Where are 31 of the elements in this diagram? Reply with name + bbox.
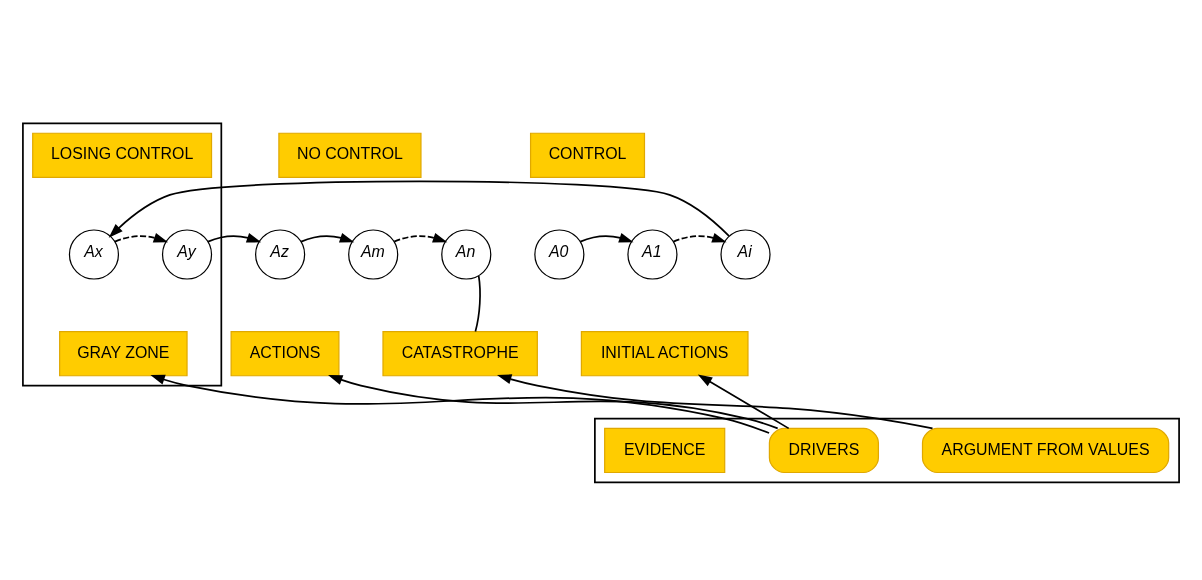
node-circle: An bbox=[441, 228, 492, 280]
node-circle: Az bbox=[255, 228, 306, 280]
cluster bbox=[594, 417, 1180, 483]
node-circle: A0 bbox=[534, 228, 585, 280]
arrow bbox=[672, 232, 727, 242]
node-box: EVIDENCE bbox=[604, 427, 726, 473]
arrow bbox=[393, 232, 448, 242]
node-box: ACTIONS bbox=[230, 330, 340, 376]
node-circle: Ax bbox=[68, 228, 120, 280]
node-box: GRAY ZONE bbox=[59, 330, 188, 376]
node-circle: A1 bbox=[627, 228, 678, 280]
node-circle: Ai bbox=[720, 228, 771, 280]
node-circle: Ay bbox=[161, 228, 213, 280]
arrow bbox=[579, 232, 634, 242]
arrow bbox=[697, 374, 790, 429]
arrow bbox=[114, 232, 169, 242]
node-box: INITIAL ACTIONS bbox=[580, 330, 749, 376]
node-box: NO CONTROL bbox=[278, 132, 422, 178]
arrow bbox=[150, 374, 770, 434]
arrow bbox=[108, 179, 730, 238]
node-box: DRIVERS bbox=[768, 427, 879, 473]
arrow bbox=[497, 373, 934, 429]
arrow bbox=[207, 232, 262, 242]
connector bbox=[474, 274, 481, 332]
node-box: CONTROL bbox=[529, 132, 646, 178]
node-box: LOSING CONTROL bbox=[32, 132, 213, 178]
node-box: CATASTROPHE bbox=[382, 330, 538, 376]
node-circle: Am bbox=[348, 228, 399, 280]
arrow bbox=[300, 232, 355, 242]
node-box: ARGUMENT FROM VALUES bbox=[921, 427, 1170, 473]
arrow bbox=[328, 374, 779, 429]
